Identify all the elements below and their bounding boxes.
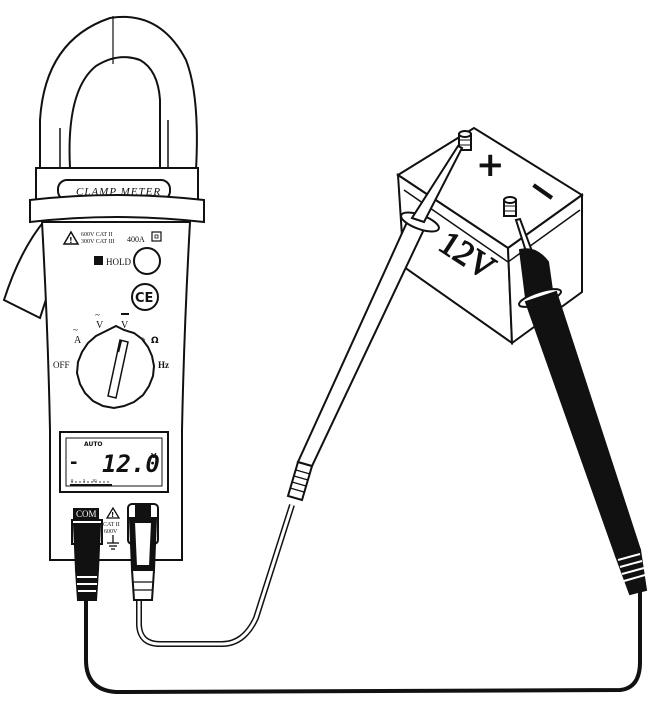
lcd-scale-10: 10 [92, 478, 97, 483]
lcd-display: AUTO - 12.0 V 0 5 10 [59, 431, 169, 493]
red-probe [286, 144, 464, 502]
jack-cat-voltage: 600V [104, 529, 118, 535]
com-label-box [73, 508, 99, 519]
dial-ac-amps: A [74, 335, 82, 346]
lcd-scale-5: 5 [83, 478, 86, 483]
ground-icon [107, 535, 119, 550]
negative-terminal [503, 196, 517, 217]
battery-plus-label: + [476, 145, 505, 185]
ratings-row: ! 600V CAT II 300V CAT III 400A [62, 230, 162, 245]
lcd-mode-indicator: AUTO [84, 441, 103, 448]
clamp-meter-label: CLAMP METER [76, 186, 161, 198]
cat-rating-line1: 600V CAT II [81, 232, 112, 238]
dial-off: OFF [53, 360, 70, 370]
black-test-lead-cable [84, 590, 642, 695]
svg-text:~: ~ [95, 310, 100, 320]
lcd-unit: V [151, 452, 157, 460]
svg-text:!: ! [69, 236, 73, 245]
lcd-scale-0: 0 [71, 478, 74, 483]
svg-text:!: ! [111, 511, 114, 519]
lcd-bargraph [70, 484, 112, 486]
com-jack-label: COM [76, 509, 97, 519]
dial-hz: Hz [158, 360, 169, 370]
com-plug [71, 519, 103, 601]
current-rating-label: 400A [127, 235, 145, 244]
voltage-plug [127, 503, 159, 601]
hold-indicator-square [94, 256, 103, 265]
ce-mark-icon [131, 283, 159, 311]
cat-rating-line2: 300V CAT III [81, 239, 114, 245]
dial-ohm: Ω [151, 336, 159, 346]
ce-mark: CE [135, 291, 153, 306]
hold-label: HOLD [106, 257, 131, 267]
jack-warning-icon [105, 506, 121, 519]
positive-terminal [458, 130, 472, 151]
black-probe [514, 217, 648, 596]
clamp-jaws [39, 16, 198, 171]
rotary-dial[interactable] [75, 324, 156, 410]
hold-button[interactable] [133, 247, 161, 275]
dial-dc-volts: V [121, 320, 129, 331]
lcd-sign: - [70, 452, 77, 473]
svg-text:~: ~ [73, 325, 78, 335]
dial-ac-volts: V [96, 320, 104, 331]
warning-icon [62, 230, 80, 245]
lcd-reading: 12.0 [102, 450, 160, 478]
jack-cat-label: CAT II [103, 522, 120, 528]
